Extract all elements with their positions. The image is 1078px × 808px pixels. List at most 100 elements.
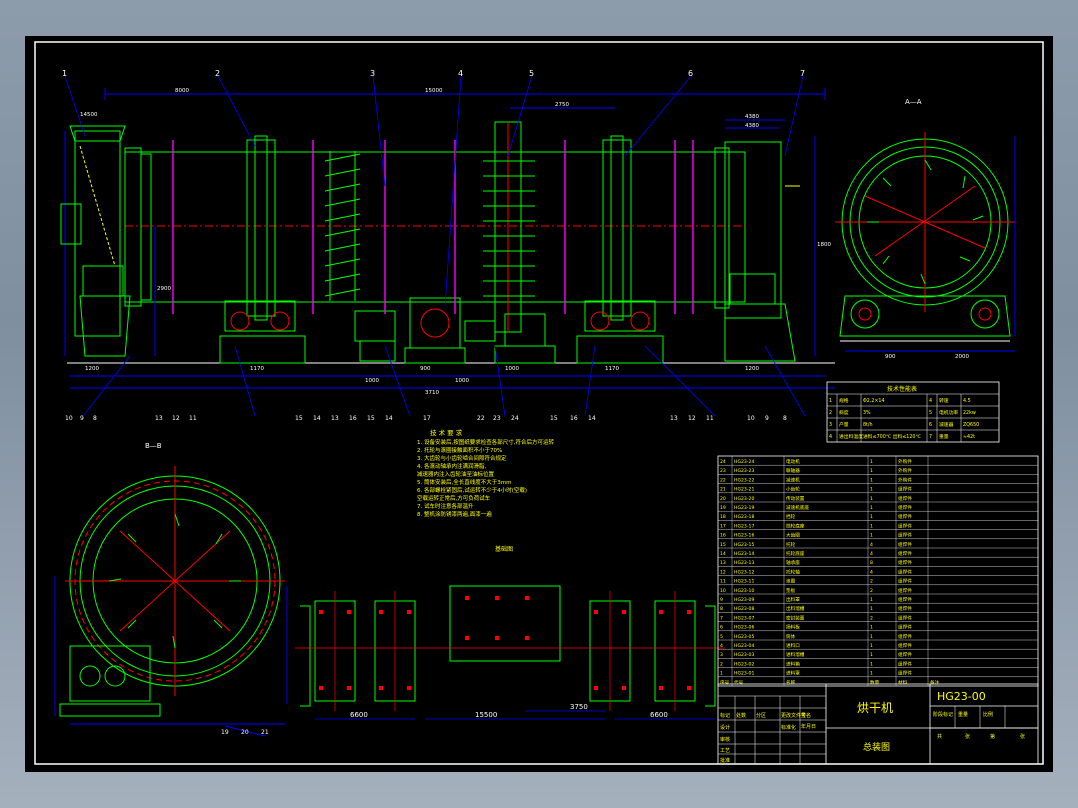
parts-table-cell: 电动机 xyxy=(786,458,800,465)
callout-label: 6 xyxy=(688,69,693,78)
drawing-title: 烘干机 xyxy=(857,701,893,715)
parts-table-cell: HG23-16 xyxy=(734,533,754,539)
parts-table-cell: HG23-02 xyxy=(734,661,754,667)
parts-table-cell: 组焊件 xyxy=(898,605,912,612)
parts-table-cell: 传动装置 xyxy=(786,495,805,502)
svg-text:15: 15 xyxy=(550,415,558,422)
parts-table-header-cell: 名称 xyxy=(786,679,796,686)
svg-text:2750: 2750 xyxy=(555,102,569,108)
svg-text:16: 16 xyxy=(570,415,578,422)
parts-table-cell: 组焊件 xyxy=(898,522,912,529)
spec-table-cell: 5 xyxy=(929,410,932,416)
parts-table-cell: HG23-04 xyxy=(734,643,754,649)
parts-table-cell: 组焊件 xyxy=(898,587,912,594)
svg-text:批准: 批准 xyxy=(720,757,730,764)
parts-table-cell: 组焊件 xyxy=(898,624,912,631)
parts-table-cell: 组焊件 xyxy=(898,633,912,640)
parts-table-cell: 1 xyxy=(870,634,873,640)
svg-text:15: 15 xyxy=(295,415,303,422)
parts-table-cell: 出料溜槽 xyxy=(786,605,805,612)
svg-text:17: 17 xyxy=(423,415,431,422)
parts-table-cell: 1 xyxy=(870,459,873,465)
parts-table-cell: HG23-12 xyxy=(734,569,754,575)
svg-text:10: 10 xyxy=(65,415,73,422)
svg-text:21: 21 xyxy=(261,729,269,736)
section-b-view: B—B xyxy=(54,442,288,737)
parts-table-cell: 8 xyxy=(870,560,873,566)
svg-text:10: 10 xyxy=(747,415,755,422)
drawing-subtitle: 总装图 xyxy=(863,741,890,753)
spec-table-cell: ≈42t xyxy=(963,434,975,440)
parts-table-cell: 减速机底座 xyxy=(786,504,809,511)
svg-text:审核: 审核 xyxy=(720,736,730,743)
svg-text:6600: 6600 xyxy=(350,711,368,719)
parts-table-cell: 组焊件 xyxy=(898,578,912,585)
parts-table-cell: HG23-21 xyxy=(734,487,754,493)
spec-table-cell: 6 xyxy=(929,422,932,428)
svg-text:第: 第 xyxy=(990,733,995,740)
svg-text:年月日: 年月日 xyxy=(801,723,816,730)
parts-table-cell: 组焊件 xyxy=(898,670,912,677)
svg-text:900: 900 xyxy=(885,354,896,360)
svg-text:13: 13 xyxy=(670,415,678,422)
title-block-labels: 标记 处数 分区 更改文件号 签名 年月日 设计 标准化 审核 工艺 批准 阶段… xyxy=(720,711,1025,764)
parts-table-cell: HG23-01 xyxy=(734,671,754,677)
technical-requirements: 技 术 要 求 1. 设备安装后,按图纸要求检查各部尺寸,符合后方可运转 2. … xyxy=(417,428,554,518)
parts-table-cell: 4 xyxy=(870,569,873,575)
spec-table-cell: 7 xyxy=(929,434,932,440)
spec-table-cell: 8t/h xyxy=(863,422,873,428)
spec-table-cell: 进料≤700℃ 出料≤120℃ xyxy=(863,433,921,440)
svg-text:22: 22 xyxy=(477,415,485,422)
parts-table-cell: 进料罩 xyxy=(786,670,800,677)
svg-text:14: 14 xyxy=(385,415,393,422)
spec-table-cell: 4.5 xyxy=(963,398,971,404)
tyre-ring-1 xyxy=(246,139,276,317)
parts-table-cell: 外购件 xyxy=(898,467,912,474)
svg-text:23: 23 xyxy=(493,415,501,422)
section-b-callouts: 19 20 21 xyxy=(221,729,269,736)
parts-table-header-cell: 数量 xyxy=(870,679,880,686)
parts-table-cell: 2 xyxy=(870,588,873,594)
section-a-flights xyxy=(867,159,984,285)
parts-table-cell: HG23-07 xyxy=(734,615,754,621)
parts-table-cell: 托轮 xyxy=(786,541,796,548)
tech-req-title: 技 术 要 求 xyxy=(430,428,463,437)
parts-table-cell: 16 xyxy=(720,533,726,539)
svg-text:7. 试车时注意各部温升: 7. 试车时注意各部温升 xyxy=(417,502,474,510)
svg-text:处数: 处数 xyxy=(736,712,746,719)
parts-table-cell: 滚圈 xyxy=(786,578,796,585)
parts-table-cell: 24 xyxy=(720,459,726,465)
parts-table-cell: 13 xyxy=(720,560,726,566)
title-block xyxy=(717,683,1039,765)
svg-text:20: 20 xyxy=(241,729,249,736)
parts-table-cell: 垫板 xyxy=(786,587,796,594)
parts-table-cell: HG23-23 xyxy=(734,468,754,474)
top-callouts: 1 2 3 4 5 6 7 xyxy=(62,69,805,78)
parts-table-cell: HG23-17 xyxy=(734,523,754,529)
svg-text:16: 16 xyxy=(349,415,357,422)
svg-text:1200: 1200 xyxy=(745,366,759,372)
parts-table-cell: 1 xyxy=(870,671,873,677)
spec-table-cell: 规格 xyxy=(839,397,849,404)
svg-text:5. 筒体安装后,全长直线度不大于3mm: 5. 筒体安装后,全长直线度不大于3mm xyxy=(417,478,511,486)
parts-table-header-cell: 材料 xyxy=(898,679,908,686)
parts-table-cell: 20 xyxy=(720,496,726,502)
svg-text:12: 12 xyxy=(172,415,180,422)
parts-table-header-cell: 备注 xyxy=(930,679,940,686)
parts-table-cell: 进料箱 xyxy=(786,660,800,667)
roller-supports xyxy=(219,300,664,364)
svg-text:8. 整机涂防锈漆两遍,面漆一遍: 8. 整机涂防锈漆两遍,面漆一遍 xyxy=(417,510,492,518)
parts-table-cell: HG23-10 xyxy=(734,588,754,594)
svg-text:14: 14 xyxy=(313,415,321,422)
parts-table-cell: HG23-14 xyxy=(734,551,754,557)
parts-table-cell: 外购件 xyxy=(898,476,912,483)
parts-table-cell: 1 xyxy=(870,523,873,529)
spec-table-cell: 斜度 xyxy=(839,409,849,416)
spec-table-cell: 4 xyxy=(929,398,932,404)
parts-table-cell: 4 xyxy=(870,542,873,548)
parts-table-cell: 12 xyxy=(720,569,726,575)
parts-table-cell: 组焊件 xyxy=(898,559,912,566)
parts-table-cell: 出料罩 xyxy=(786,596,800,603)
